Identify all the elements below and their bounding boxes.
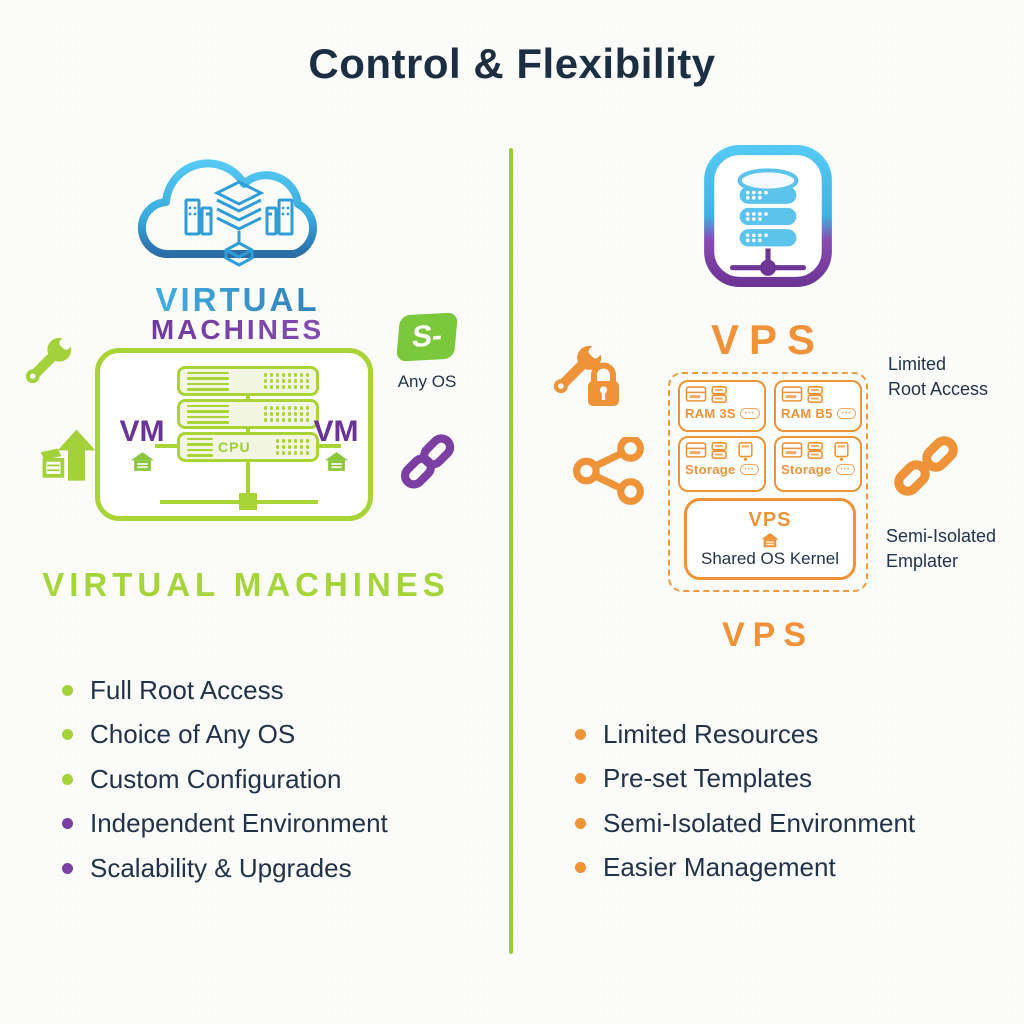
os-icon: S- bbox=[396, 312, 458, 362]
limited-root-access-label: Limited Root Access bbox=[888, 354, 989, 399]
vm-feature-list: Full Root Access Choice of Any OS Custom… bbox=[62, 668, 388, 891]
panel-icon bbox=[781, 442, 803, 458]
kernel-vps-label: VPS bbox=[748, 509, 792, 531]
kernel-subtitle: Shared OS Kernel bbox=[701, 549, 839, 568]
bullet-dot bbox=[62, 773, 73, 785]
house-icon bbox=[325, 452, 348, 471]
vps-logo: VPS bbox=[710, 316, 826, 363]
database-app-icon bbox=[704, 145, 832, 287]
network-stem bbox=[246, 459, 250, 495]
storage-box: Storage ••• bbox=[678, 436, 766, 492]
vm-label-right: VM bbox=[313, 415, 359, 448]
card-icon bbox=[834, 442, 849, 461]
stack-icon bbox=[807, 442, 823, 459]
cpu-label: CPU bbox=[218, 439, 251, 455]
storage-badge: ••• bbox=[835, 464, 856, 475]
bullet-dot bbox=[575, 817, 586, 829]
vm-diagram-box: CPU VM VM bbox=[95, 348, 373, 521]
server-bar bbox=[177, 399, 319, 429]
bar-connector bbox=[246, 427, 250, 434]
list-item: Easier Management bbox=[575, 846, 915, 891]
page-title: Control & Flexibility bbox=[308, 40, 716, 87]
bullet-dot bbox=[575, 862, 586, 874]
ram-box: RAM B5 ••• bbox=[774, 380, 862, 432]
bar-connector bbox=[246, 394, 250, 401]
vm-stub-left bbox=[155, 444, 177, 448]
share-icon bbox=[573, 437, 644, 505]
list-item: Custom Configuration bbox=[62, 757, 388, 802]
bullet-dot bbox=[575, 728, 586, 740]
list-item: Limited Resources bbox=[575, 712, 915, 757]
list-item: Independent Environment bbox=[62, 802, 388, 847]
panel-icon bbox=[781, 386, 803, 402]
storage-badge: ••• bbox=[739, 464, 760, 475]
ram-box: RAM 3S ••• bbox=[678, 380, 766, 432]
list-item: Scalability & Upgrades bbox=[62, 846, 388, 891]
center-divider bbox=[509, 148, 513, 954]
cpu-bar: CPU bbox=[177, 432, 319, 462]
house-icon bbox=[761, 533, 779, 548]
bullet-dot bbox=[62, 862, 73, 874]
vm-label-left: VM bbox=[119, 415, 165, 448]
any-os-label: Any OS bbox=[397, 372, 457, 391]
virtual-machines-logo-line2: MACHINES bbox=[85, 314, 390, 346]
list-item: Semi-Isolated Environment bbox=[575, 801, 915, 846]
cloud-servers-icon bbox=[138, 159, 318, 267]
list-item: Pre-set Templates bbox=[575, 757, 915, 802]
vm-stub-right bbox=[319, 444, 341, 448]
wrench-icon bbox=[25, 335, 74, 384]
list-item: Choice of Any OS bbox=[62, 713, 388, 758]
shared-kernel-box: VPS Shared OS Kernel bbox=[684, 498, 856, 580]
stack-icon bbox=[807, 386, 823, 403]
vps-heading: VPS bbox=[721, 616, 815, 654]
storage-label: Storage bbox=[685, 462, 736, 477]
ram-badge: ••• bbox=[739, 408, 760, 419]
semi-isolated-label: Semi-Isolated Emplater bbox=[886, 526, 997, 571]
house-icon bbox=[131, 452, 154, 471]
virtual-machines-logo-line1: VIRTUAL bbox=[85, 281, 390, 319]
server-bar bbox=[177, 366, 319, 396]
bullet-dot bbox=[575, 773, 586, 785]
broken-chain-icon bbox=[894, 436, 958, 496]
scalability-icon bbox=[40, 429, 96, 481]
stack-icon bbox=[711, 442, 727, 459]
ram-badge: ••• bbox=[836, 408, 857, 419]
wrench-lock-icon bbox=[553, 343, 619, 406]
network-line bbox=[160, 500, 318, 504]
vps-diagram-box: RAM 3S ••• RAM B5 ••• bbox=[668, 372, 868, 592]
ram-label: RAM B5 bbox=[781, 406, 833, 421]
bullet-dot bbox=[62, 684, 73, 696]
panel-icon bbox=[685, 442, 707, 458]
bullet-dot bbox=[62, 818, 73, 830]
virtual-machines-heading: VIRTUAL MACHINES bbox=[42, 566, 450, 603]
chain-link-icon bbox=[400, 434, 455, 489]
bullet-dot bbox=[62, 729, 73, 741]
vps-feature-list: Limited Resources Pre-set Templates Semi… bbox=[575, 712, 915, 890]
ram-label: RAM 3S bbox=[685, 406, 736, 421]
card-icon bbox=[738, 442, 753, 461]
storage-label: Storage bbox=[781, 462, 832, 477]
storage-box: Storage ••• bbox=[774, 436, 862, 492]
panel-icon bbox=[685, 386, 707, 402]
list-item: Full Root Access bbox=[62, 668, 388, 713]
stack-icon bbox=[711, 386, 727, 403]
